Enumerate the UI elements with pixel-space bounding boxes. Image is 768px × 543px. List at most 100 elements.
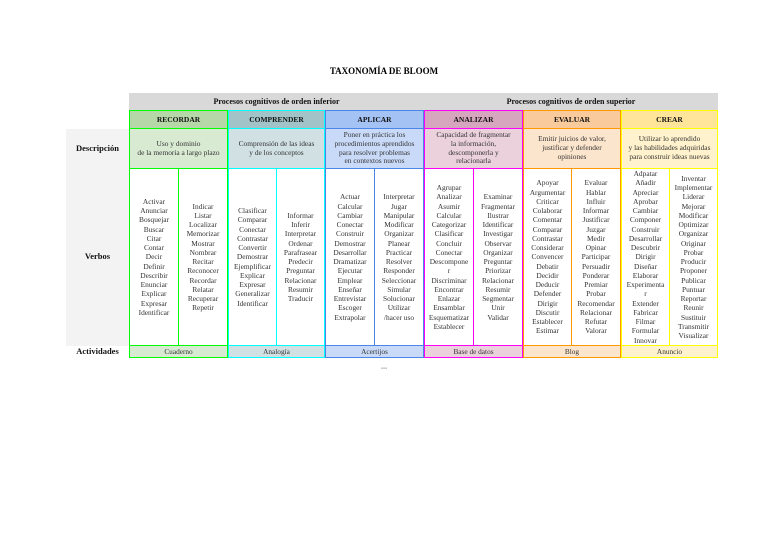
verb-item: Apreciar (632, 187, 659, 197)
group-header-superior: Procesos cognitivos de orden superior (424, 93, 718, 110)
verb-item: Contar (143, 243, 165, 253)
verb-item: Clasificar (238, 206, 267, 216)
activity-analizar: Base de datos (424, 346, 523, 358)
verb-item: Parafrasear (283, 247, 318, 257)
verb-item: Escoger (338, 303, 362, 313)
verb-item: Citar (146, 233, 162, 243)
verb-item: Relacionar (481, 275, 514, 285)
verb-item: Decidir (536, 270, 559, 280)
description-crear: Utilizar lo aprendido y las habilidades … (621, 129, 718, 168)
verb-item: Experimenta (626, 280, 665, 290)
verb-item: Reunir (683, 303, 704, 313)
row-label-verbos: Verbos (66, 168, 129, 346)
verb-item: Convertir (238, 243, 267, 253)
verb-item: Recuperar (187, 294, 219, 303)
verb-item: Comparar (237, 215, 268, 225)
verb-item: Originar (680, 238, 707, 248)
verb-item: Enunciar (140, 280, 168, 290)
verb-item: Observar (484, 238, 512, 248)
verb-item: Definir (143, 261, 165, 271)
column-header-crear: CREAR (621, 110, 718, 129)
verb-item: Establecer (532, 317, 563, 327)
verb-item: Indicar (192, 201, 214, 211)
verb-item: Criticar (536, 196, 559, 206)
verb-item: Resumir (485, 284, 511, 294)
verb-item: Producir (680, 257, 707, 266)
logo: ▪▪▪ (380, 366, 388, 372)
verb-item: Repetir (192, 303, 214, 313)
verb-item: Mostrar (191, 238, 215, 248)
verb-item: Publicar (681, 275, 706, 285)
verb-item: Categorizar (431, 220, 467, 229)
verb-item: Desarrollar (628, 233, 663, 243)
verb-item: Comentar (532, 215, 563, 225)
verb-item: Fragmentar (480, 201, 516, 211)
verb-item: Sustituir (680, 312, 707, 322)
verb-item: Convencer (531, 252, 564, 262)
verb-item: Proponer (679, 266, 708, 276)
verb-item: Practicar (385, 247, 413, 257)
column-header-evaluar: EVALUAR (523, 110, 621, 129)
verb-item: Demostrar (334, 238, 366, 248)
verb-item: Probar (683, 247, 704, 257)
verb-item: Argumentar (529, 187, 566, 197)
verb-item: Responder (383, 266, 415, 276)
verb-item: Defender (533, 289, 562, 299)
verb-item: Planear (387, 238, 411, 248)
verb-item: Modificar (384, 220, 414, 229)
verb-item: Opinar (585, 243, 607, 253)
verb-item: Construir (336, 229, 364, 239)
verb-item: Comparar (532, 224, 563, 234)
verb-item: Recordar (189, 275, 217, 285)
verb-item: Dirigir (635, 252, 656, 262)
verb-item: Desarrollar (333, 247, 367, 257)
verb-item: Buscar (143, 224, 165, 234)
verb-item: Entrevistar (333, 294, 367, 303)
verb-item: Formular (631, 326, 660, 336)
verb-item: Organizar (678, 229, 709, 239)
description-analizar: Capacidad de fragmentar la información, … (424, 129, 523, 168)
verb-item: Enseñar (338, 284, 362, 294)
verb-item: Asumir (437, 201, 461, 211)
verb-item: Colaborar (532, 206, 563, 216)
verb-item: Modificar (678, 210, 709, 220)
verb-item: Solucionar (382, 294, 416, 303)
verb-item: Relacionar (579, 307, 612, 317)
verb-item: Investigar (483, 229, 513, 239)
activity-evaluar: Blog (523, 346, 621, 358)
verb-item: Preguntar (483, 257, 513, 266)
verb-item: Implementar (674, 183, 713, 192)
verb-item: Refutar (584, 317, 608, 327)
verb-item: Identificar (138, 307, 170, 317)
verb-item: Seleccionar (381, 275, 417, 285)
verb-item: Ordenar (288, 238, 313, 248)
verb-item: Listar (194, 210, 212, 220)
verb-item: Evaluar (584, 178, 608, 188)
verb-item: Persuadir (582, 261, 610, 271)
activity-crear: Anuncio (621, 346, 718, 358)
verb-item: Utilizar (387, 303, 411, 313)
verb-item: Construir (631, 224, 660, 234)
verb-item: Decir (145, 252, 163, 262)
verb-item: Clasificar (434, 229, 464, 239)
verb-item: Filmar (635, 317, 656, 327)
verb-item: Interpretar (383, 192, 415, 202)
verb-item: Medir (586, 233, 606, 243)
verb-item: Valorar (585, 326, 607, 336)
verb-item: Validar (487, 312, 509, 322)
verb-item: Conectar (239, 224, 266, 234)
verb-item: Jugar (390, 201, 407, 211)
verb-item: Debatir (536, 261, 559, 271)
verb-item: Cambiar (632, 206, 659, 216)
verb-item: Priorizar (485, 266, 511, 276)
activity-recordar: Cuaderno (129, 346, 228, 358)
verb-item: Interpretar (284, 229, 317, 239)
verb-item: Enlazar (437, 294, 461, 303)
verb-item: Informar (582, 206, 610, 216)
verb-item: Ejemplificar (234, 261, 271, 271)
